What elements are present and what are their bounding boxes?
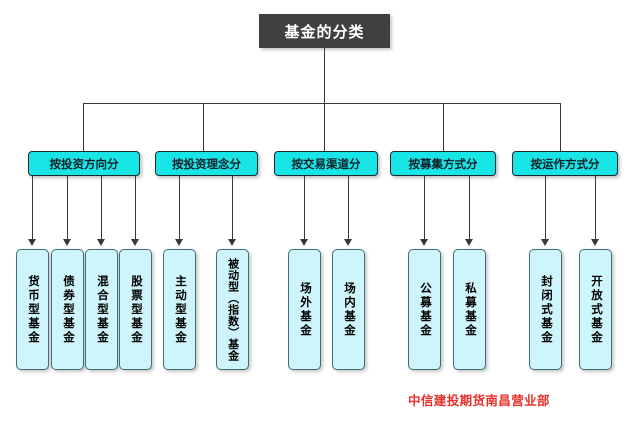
connector-arrow-head-5-2 — [591, 239, 599, 246]
leaf-label: 股票型基金 — [129, 274, 142, 345]
connector-arrow-head-4-1 — [420, 239, 428, 246]
connector-arrow-line-4-2 — [469, 176, 471, 240]
connector-bus-drop-2 — [203, 103, 205, 151]
leaf-box-money-market-fund[interactable]: 货币型基金 — [16, 249, 49, 370]
category-box-investment-direction[interactable]: 按投资方向分 — [28, 151, 140, 176]
connector-arrow-line-3-2 — [348, 176, 350, 240]
category-box-operation-method[interactable]: 按运作方式分 — [512, 151, 618, 176]
leaf-label: 货币型基金 — [26, 274, 39, 345]
connector-arrow-head-4-2 — [465, 239, 473, 246]
connector-bus-drop-1 — [83, 103, 85, 151]
leaf-label: 债券型基金 — [61, 274, 74, 345]
category-box-investment-philosophy[interactable]: 按投资理念分 — [155, 151, 258, 176]
connector-arrow-line-2-2 — [232, 176, 234, 240]
connector-bus-horizontal — [83, 103, 561, 105]
leaf-box-private-fund[interactable]: 私募基金 — [453, 249, 486, 370]
category-box-trading-channel[interactable]: 按交易渠道分 — [274, 151, 378, 176]
connector-arrow-head-1-2 — [63, 239, 71, 246]
leaf-label: 开放式基金 — [589, 274, 602, 345]
category-box-fundraising-method[interactable]: 按募集方式分 — [390, 151, 496, 176]
leaf-box-public-fund[interactable]: 公募基金 — [408, 249, 441, 370]
connector-arrow-head-3-1 — [300, 239, 308, 246]
connector-arrow-line-1-1 — [32, 176, 34, 240]
connector-arrow-head-3-2 — [344, 239, 352, 246]
leaf-box-open-end-fund[interactable]: 开放式基金 — [579, 249, 612, 370]
leaf-box-active-fund[interactable]: 主动型基金 — [163, 249, 196, 370]
leaf-box-exchange-traded-fund[interactable]: 场内基金 — [332, 249, 365, 370]
connector-arrow-line-1-2 — [67, 176, 69, 240]
connector-arrow-line-1-3 — [101, 176, 103, 240]
connector-bus-drop-4 — [443, 103, 445, 151]
leaf-label: 封闭式基金 — [539, 274, 552, 345]
connector-arrow-line-5-1 — [545, 176, 547, 240]
connector-arrow-head-2-1 — [175, 239, 183, 246]
connector-arrow-line-5-2 — [595, 176, 597, 240]
connector-arrow-head-5-1 — [541, 239, 549, 246]
connector-arrow-line-2-1 — [179, 176, 181, 240]
connector-trunk-vertical — [324, 48, 326, 103]
connector-arrow-line-3-1 — [304, 176, 306, 240]
watermark-text: 中信建投期货南昌营业部 — [408, 394, 550, 408]
leaf-box-bond-fund[interactable]: 债券型基金 — [51, 249, 84, 370]
connector-arrow-head-1-4 — [131, 239, 139, 246]
leaf-label: 公募基金 — [418, 281, 431, 338]
connector-arrow-line-4-1 — [424, 176, 426, 240]
leaf-label: 私募基金 — [463, 281, 476, 338]
leaf-label: 主动型基金 — [173, 274, 186, 345]
connector-bus-drop-3 — [324, 103, 326, 151]
leaf-label: 场内基金 — [342, 281, 355, 338]
leaf-box-closed-end-fund[interactable]: 封闭式基金 — [529, 249, 562, 370]
leaf-label: 被动型（指数）基金 — [226, 257, 239, 362]
connector-arrow-head-1-3 — [97, 239, 105, 246]
leaf-label: 混合型基金 — [95, 274, 108, 345]
diagram-title: 基金的分类 — [259, 14, 390, 48]
leaf-box-hybrid-fund[interactable]: 混合型基金 — [85, 249, 118, 370]
connector-arrow-head-2-2 — [228, 239, 236, 246]
connector-bus-drop-5 — [560, 103, 562, 151]
connector-arrow-head-1-1 — [28, 239, 36, 246]
connector-arrow-line-1-4 — [135, 176, 137, 240]
leaf-box-passive-index-fund[interactable]: 被动型（指数）基金 — [216, 249, 249, 370]
leaf-box-equity-fund[interactable]: 股票型基金 — [119, 249, 152, 370]
leaf-box-otc-fund[interactable]: 场外基金 — [288, 249, 321, 370]
leaf-label: 场外基金 — [298, 281, 311, 338]
